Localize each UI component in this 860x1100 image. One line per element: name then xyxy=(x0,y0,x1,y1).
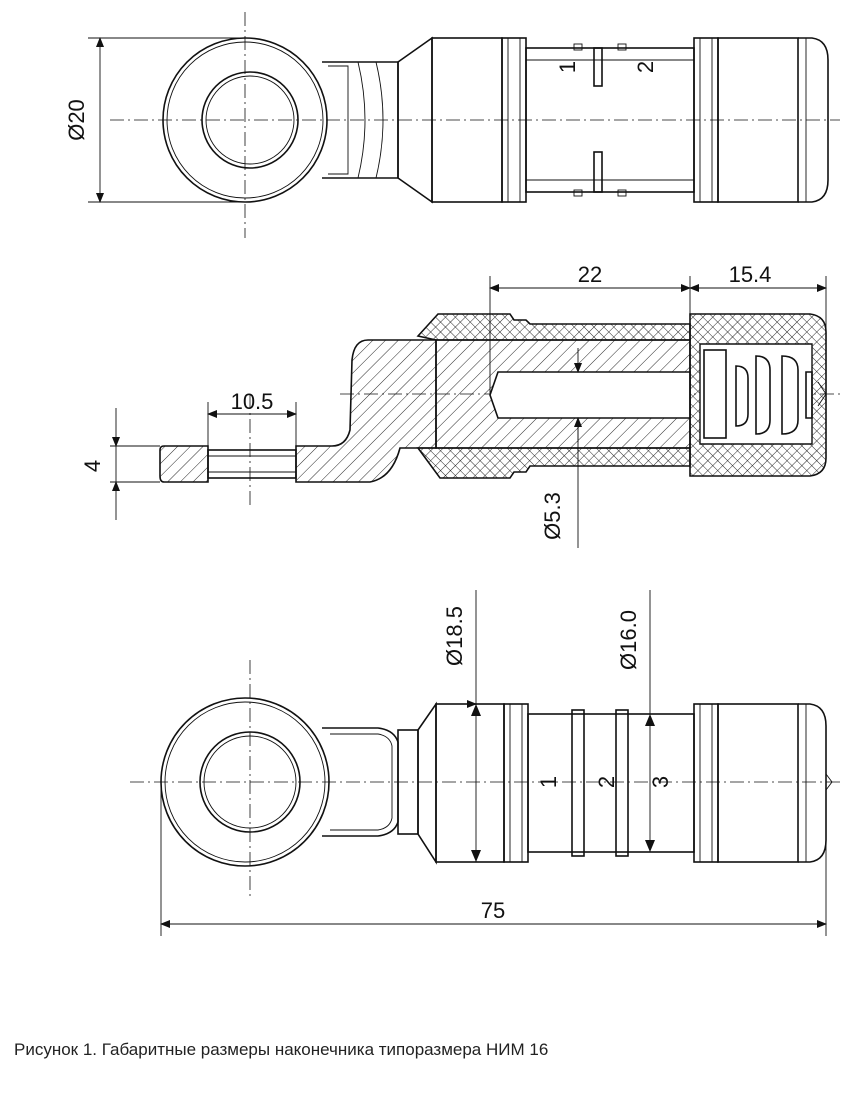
seal-rib xyxy=(735,365,749,427)
crimp-mark-3: 3 xyxy=(648,776,673,788)
lug-flat xyxy=(159,445,209,483)
lug-hole-section xyxy=(207,449,297,479)
outer-diameter-dimension: Ø18.5 xyxy=(442,606,467,666)
barrel-band xyxy=(693,703,719,863)
crimp-mark-1: 1 xyxy=(536,776,561,788)
crimp-mark-slot xyxy=(593,151,603,193)
diameter-dimension: Ø20 xyxy=(64,99,89,141)
bore-depth-dimension: 22 xyxy=(578,262,602,287)
side-view: 1 2 3 Ø18.5 Ø16.0 75 xyxy=(130,590,840,936)
end-cap xyxy=(717,703,799,863)
hole-dimension: 10.5 xyxy=(231,389,274,414)
bore-diameter-dimension: Ø5.3 xyxy=(540,492,565,540)
figure-caption: Рисунок 1. Габаритные размеры наконечник… xyxy=(14,1040,549,1059)
top-view: 1 2 Ø20 xyxy=(64,12,840,238)
crimp-mark-2: 2 xyxy=(633,61,658,73)
crimp-mark-1: 1 xyxy=(555,61,580,73)
lug-hole xyxy=(201,71,299,169)
barrel-sleeve xyxy=(431,37,503,203)
barrel-sleeve xyxy=(435,703,505,863)
end-cap xyxy=(717,37,799,203)
insulation-bottom xyxy=(416,447,691,479)
lug-hole xyxy=(199,731,301,833)
end-cap-dome xyxy=(798,703,827,863)
crimp-ring xyxy=(571,709,585,857)
cone xyxy=(417,701,437,865)
crimp-mark-2: 2 xyxy=(594,776,619,788)
overall-length-dimension: 75 xyxy=(481,898,505,923)
section-view: Ø5.3 22 15.4 10.5 4 xyxy=(80,262,840,548)
crimp-ring xyxy=(615,709,629,857)
end-cap-dome xyxy=(798,37,829,203)
lug-neck-section xyxy=(295,339,437,483)
crimp-mark-slot xyxy=(593,47,603,87)
bore xyxy=(489,371,691,419)
barrel-band xyxy=(503,703,529,863)
thickness-dimension: 4 xyxy=(80,460,105,472)
cap-length-dimension: 15.4 xyxy=(729,262,772,287)
seal-ring xyxy=(703,349,727,439)
crimp-diameter-dimension: Ø16.0 xyxy=(616,610,641,670)
insulation-top xyxy=(416,313,691,341)
